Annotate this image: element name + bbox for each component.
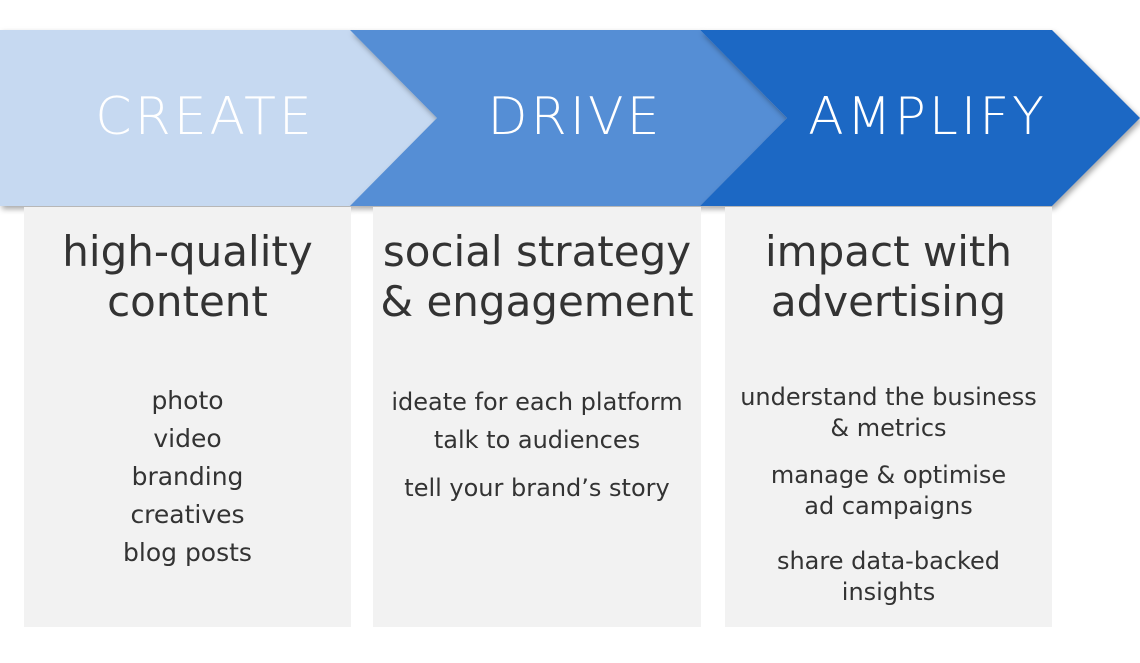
heading-line: content	[107, 277, 268, 326]
list-item-line: ad campaigns	[804, 492, 973, 520]
column-drive: social strategy & engagement ideate for …	[373, 207, 701, 627]
heading-line: advertising	[770, 277, 1007, 326]
column-amplify: impact with advertising understand the b…	[725, 207, 1052, 627]
list-item: creatives	[130, 500, 245, 529]
list-item: ideate for each platform	[391, 388, 683, 416]
column-heading-drive: social strategy & engagement	[373, 227, 701, 327]
item-list-amplify: understand the business & metrics manage…	[725, 382, 1052, 608]
list-item: photo	[151, 386, 224, 415]
arrow-drive	[350, 30, 787, 206]
arrow-create	[0, 30, 437, 206]
column-create: high-quality content photo video brandin…	[24, 207, 351, 627]
arrow-amplify	[700, 30, 1140, 206]
column-heading-amplify: impact with advertising	[725, 227, 1052, 327]
heading-line: impact with	[765, 227, 1012, 276]
list-item: branding	[131, 462, 244, 491]
process-arrows	[0, 30, 1140, 206]
heading-line: social strategy	[382, 227, 692, 276]
list-item: tell your brand’s story	[404, 474, 670, 502]
column-heading-create: high-quality content	[24, 227, 351, 327]
list-item-line: manage & optimise	[770, 461, 1007, 489]
stage-label-drive: DRIVE	[487, 87, 663, 147]
list-item-line: share data-backed	[776, 547, 1001, 575]
stage-label-amplify: AMPLIFY	[808, 87, 1047, 147]
list-item: blog posts	[123, 538, 252, 567]
item-list-create: photo video branding creatives blog post…	[24, 382, 351, 572]
item-list-drive: ideate for each platform talk to audienc…	[373, 383, 701, 507]
list-item-line: & metrics	[830, 414, 947, 442]
list-item: share data-backed insights	[725, 546, 1052, 608]
list-item-line: insights	[841, 578, 936, 606]
list-item: video	[153, 424, 222, 453]
list-item: understand the business & metrics	[725, 382, 1052, 444]
heading-line: high-quality	[62, 227, 313, 276]
stage-label-create: CREATE	[95, 87, 315, 147]
heading-line: & engagement	[380, 277, 694, 326]
list-item: manage & optimise ad campaigns	[725, 460, 1052, 522]
list-item: talk to audiences	[433, 426, 641, 454]
list-item-line: understand the business	[740, 383, 1037, 411]
